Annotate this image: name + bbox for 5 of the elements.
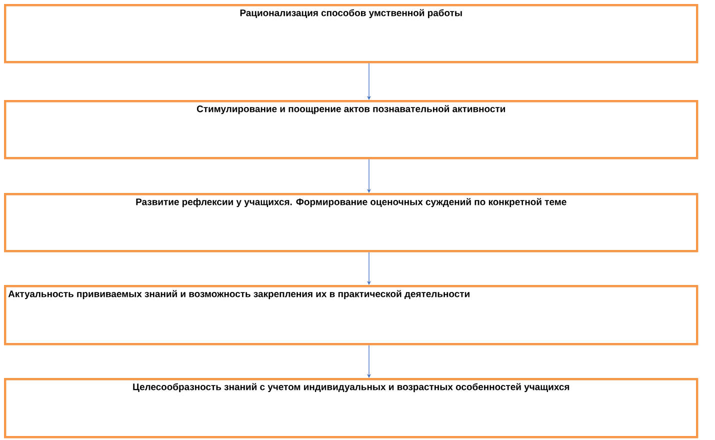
process-box: Целесообразность знаний с учетом индивидуальных и возрастных особенностей учащихся xyxy=(4,378,698,438)
process-box: Рационализация способов умственной работы xyxy=(4,4,698,64)
process-box: Актуальность прививаемых знаний и возможность закрепления их в практической деятельности xyxy=(4,284,698,346)
process-box: Развитие рефлексии у учащихся. Формирование оценочных суждений по конкретной теме xyxy=(4,193,698,252)
process-box: Стимулирование и поощрение актов познавательной активности xyxy=(4,100,698,160)
